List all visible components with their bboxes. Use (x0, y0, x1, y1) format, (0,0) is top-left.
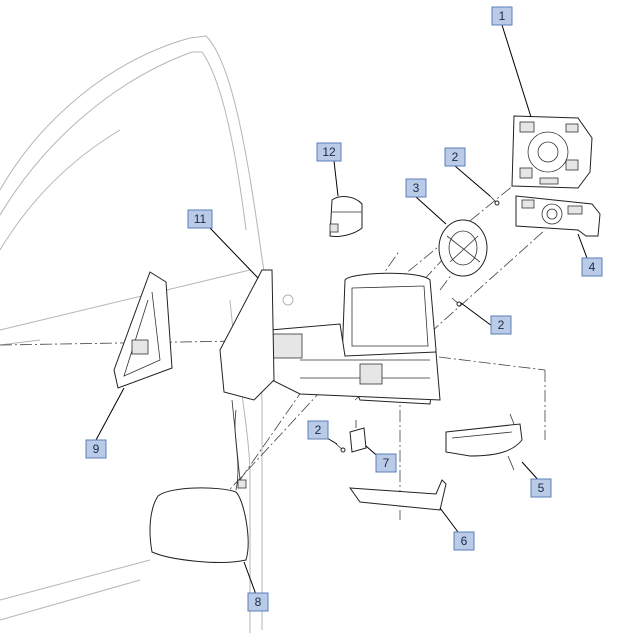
svg-text:9: 9 (93, 442, 100, 456)
svg-text:11: 11 (194, 212, 207, 226)
callout-12: 12 (316, 142, 342, 162)
mirror-mount-part (219, 269, 275, 491)
callout-1: 1 (491, 6, 513, 26)
svg-text:1: 1 (499, 9, 506, 23)
callout-2c: 2 (307, 420, 329, 440)
cap-part (329, 196, 363, 237)
svg-text:6: 6 (461, 534, 468, 548)
svg-text:2: 2 (452, 150, 459, 164)
callout-2a: 2 (444, 147, 466, 167)
svg-text:8: 8 (255, 595, 262, 609)
callout-6: 6 (453, 531, 475, 551)
svg-text:3: 3 (413, 181, 420, 195)
large-mirror-glass-part (149, 487, 249, 563)
callout-5: 5 (530, 478, 552, 498)
callout-11: 11 (187, 209, 213, 229)
svg-text:4: 4 (589, 260, 596, 274)
svg-text:12: 12 (322, 145, 336, 159)
mirror-glass-part (511, 115, 593, 189)
callout-4: 4 (581, 257, 603, 277)
svg-text:7: 7 (383, 456, 390, 470)
leader-lines (95, 24, 591, 601)
screw-parts (335, 195, 500, 453)
callout-9: 9 (85, 439, 107, 459)
clip-part (349, 420, 367, 453)
actuator-part (515, 195, 601, 237)
turn-signal-part (445, 413, 523, 471)
svg-text:2: 2 (315, 423, 322, 437)
callout-7: 7 (375, 453, 397, 473)
svg-text:2: 2 (498, 318, 505, 332)
callout-2b: 2 (490, 315, 512, 335)
svg-text:5: 5 (538, 481, 545, 495)
mirror-housing-part (267, 272, 441, 405)
motor-part (438, 219, 488, 277)
lower-lamp-part (348, 479, 447, 511)
callout-8: 8 (247, 592, 269, 612)
callout-3: 3 (405, 178, 427, 198)
sail-panel-part (113, 271, 173, 389)
